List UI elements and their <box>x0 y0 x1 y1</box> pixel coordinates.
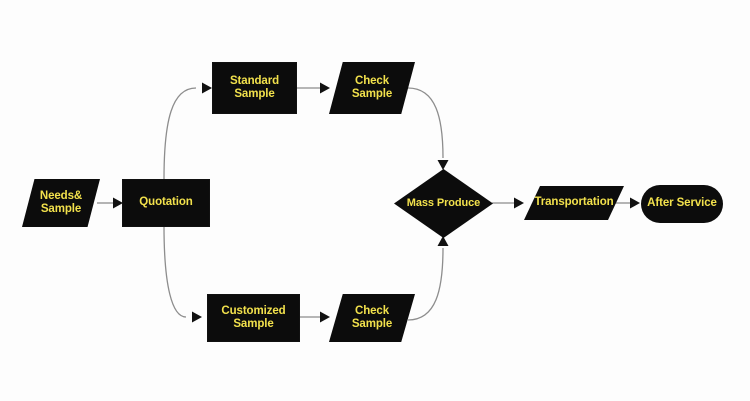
node-needs-sample[interactable]: Needs& Sample <box>22 179 100 227</box>
node-check-sample-bottom-label: Check Sample <box>351 304 393 330</box>
node-transportation[interactable]: Transportation <box>524 186 624 220</box>
node-quotation[interactable]: Quotation <box>122 179 210 227</box>
edge-needs-sample-to-quotation <box>97 197 123 209</box>
node-check-sample-top-label: Check Sample <box>351 74 393 100</box>
node-after-service-label: After Service <box>647 197 717 210</box>
node-customized-sample[interactable]: Customized Sample <box>207 294 300 342</box>
node-transportation-label: Transportation <box>534 196 614 209</box>
edge-mass-produce-to-transportation <box>492 197 524 209</box>
node-needs-sample-label: Needs& Sample <box>39 189 83 215</box>
node-standard-sample[interactable]: Standard Sample <box>212 62 297 114</box>
edge-standard-sample-to-check-sample-top <box>296 82 330 94</box>
node-standard-sample-label: Standard Sample <box>229 74 280 100</box>
edge-quotation-to-standard-sample <box>163 82 212 180</box>
node-check-sample-bottom[interactable]: Check Sample <box>329 294 415 342</box>
edge-quotation-to-customized-sample <box>163 225 202 323</box>
edge-check-sample-bottom-to-mass-produce <box>407 236 449 321</box>
edge-check-sample-top-to-mass-produce <box>407 87 449 170</box>
node-quotation-label: Quotation <box>139 196 193 209</box>
node-customized-sample-label: Customized Sample <box>221 304 286 330</box>
edge-transportation-to-after-service <box>614 197 640 209</box>
node-check-sample-top[interactable]: Check Sample <box>329 62 415 114</box>
node-after-service[interactable]: After Service <box>641 185 723 223</box>
edge-customized-sample-to-check-sample-bottom <box>299 311 330 323</box>
node-mass-produce-label: Mass Produce <box>406 197 481 210</box>
